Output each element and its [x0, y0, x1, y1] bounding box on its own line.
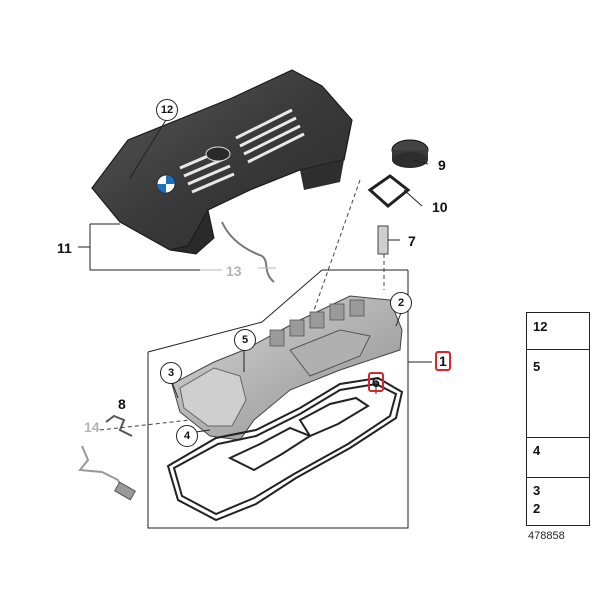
legend-item-3: 3: [533, 483, 541, 498]
legend-item-5: 5: [533, 359, 541, 374]
legend-item-12: 12: [533, 319, 548, 334]
callout-4: 4: [176, 425, 198, 447]
label-8: 8: [118, 396, 126, 412]
legend-divider: [527, 437, 589, 438]
callout-12: 12: [156, 99, 178, 121]
engine-cover: [91, 69, 353, 255]
legend-item-2: 2: [533, 501, 541, 516]
diagram-part-number: 478858: [528, 530, 565, 542]
legend-divider: [527, 477, 589, 478]
label-9: 9: [438, 157, 446, 173]
oil-filler-cap: [391, 139, 429, 168]
legend-divider: [527, 349, 589, 350]
label-1: 1: [435, 351, 451, 371]
callout-2: 2: [390, 292, 412, 314]
label-13: 13: [226, 263, 242, 279]
callout-5: 5: [234, 329, 256, 351]
gasket: [166, 376, 404, 522]
fastener-legend: 12 5 4 3 2: [526, 312, 590, 526]
label-14: 14: [84, 419, 100, 435]
callout-3: 3: [160, 362, 182, 384]
cylinder-head-cover: [171, 295, 403, 441]
label-7: 7: [408, 233, 416, 249]
label-6: 6: [368, 372, 384, 392]
label-11: 11: [57, 240, 72, 256]
legend-item-4: 4: [533, 443, 541, 458]
label-10: 10: [432, 199, 448, 215]
